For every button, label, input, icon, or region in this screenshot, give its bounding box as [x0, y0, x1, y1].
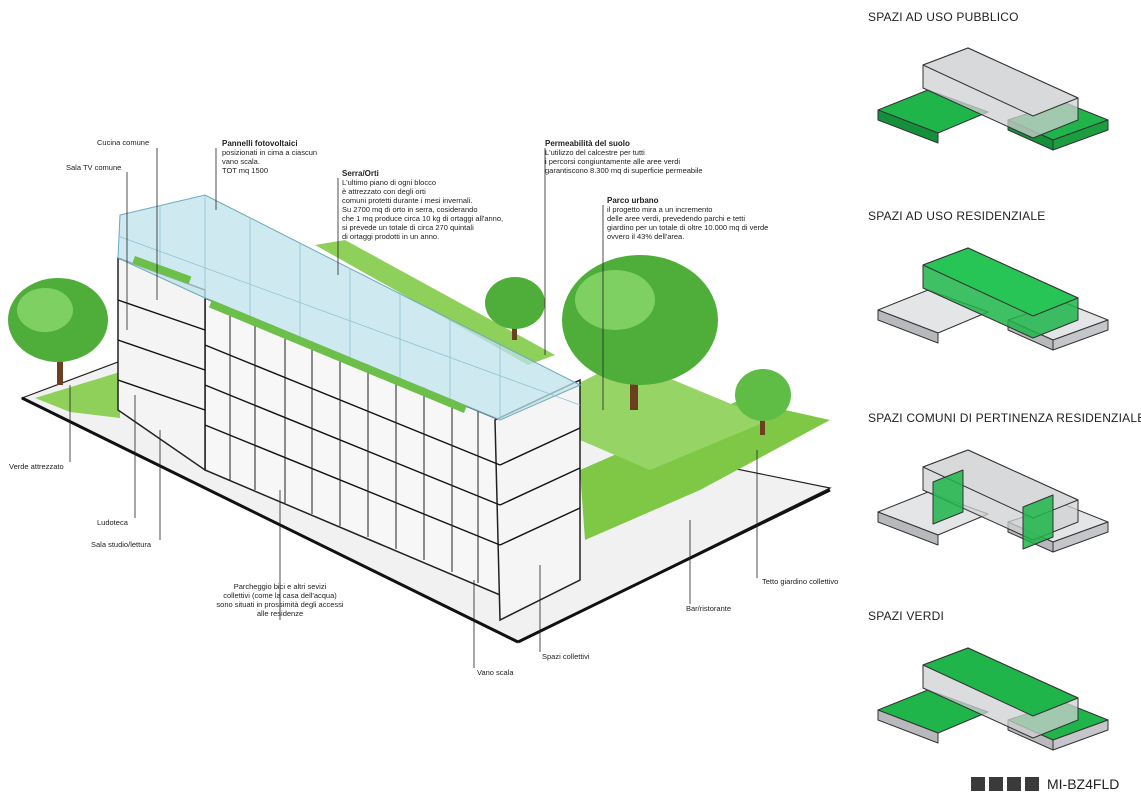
slab-edge-right	[517, 488, 831, 644]
slab-edge-left	[21, 396, 519, 644]
panel-title-pubblico: SPAZI AD USO PUBBLICO	[868, 10, 1019, 24]
core-left	[932, 469, 964, 525]
wing-left-side	[877, 709, 939, 744]
tree-park-big	[562, 255, 718, 410]
project-code: MI-BZ4FLD	[1047, 776, 1120, 792]
bar-roof	[922, 247, 1079, 317]
panel-title-comuni: SPAZI COMUNI DI PERTINENZA RESIDENZIALE	[868, 411, 1141, 425]
wing-left-side	[877, 309, 939, 344]
wing-right-front	[1052, 719, 1109, 751]
label-bar: Bar/ristorante	[686, 604, 732, 613]
tetto-giardino-lawn	[580, 400, 830, 540]
rooftop-plants	[132, 255, 467, 414]
wing-right-front	[1052, 119, 1109, 151]
label-sala-tv: Sala TV comune	[66, 163, 122, 172]
brand-square	[1007, 777, 1021, 791]
brand-squares	[971, 777, 1043, 791]
verde-attrezzato-lawn	[35, 372, 120, 418]
label-parcheggio: Parcheggio bici e altri sevizi collettiv…	[216, 582, 344, 618]
panel-diagram-pubblico	[877, 47, 1109, 151]
brand-square	[971, 777, 985, 791]
floor-lines	[117, 299, 581, 546]
label-cucina: Cucina comune	[97, 138, 150, 147]
label-ludoteca: Ludoteca	[97, 518, 128, 527]
label-pannelli: Pannelli fotovoltaici posizionati in cim…	[222, 139, 318, 175]
wing-right-front	[1052, 319, 1109, 351]
label-spazi-collettivi: Spazi collettivi	[542, 652, 590, 661]
wing-left-side	[877, 511, 939, 546]
panel-diagram-comuni	[877, 449, 1109, 553]
panel-title-residenziale: SPAZI AD USO RESIDENZIALE	[868, 209, 1046, 223]
parco-lawn	[575, 360, 770, 470]
panel-diagram-residenziale	[877, 247, 1109, 351]
label-verde: Verde attrezzato	[9, 462, 64, 471]
bar-roof	[922, 47, 1079, 117]
back-green-strip	[315, 240, 555, 365]
tree-park-small	[735, 369, 791, 435]
label-sala-studio: Sala studio/lettura	[91, 540, 152, 549]
panel-diagram-verdi	[877, 647, 1109, 751]
panel-title-verdi: SPAZI VERDI	[868, 609, 944, 623]
bar-roof	[922, 647, 1079, 717]
brand-square	[1025, 777, 1039, 791]
project-brand: MI-BZ4FLD	[971, 776, 1120, 792]
facade-mullions	[229, 308, 479, 583]
label-parco: Parco urbano il progetto mira a un incre…	[607, 196, 769, 241]
wing-left-side	[877, 109, 939, 144]
wing-right-front	[1052, 521, 1109, 553]
label-serra: Serra/Orti L'ultimo piano di ogni blocco…	[342, 169, 504, 241]
greenhouse-grid	[117, 195, 581, 420]
label-tetto: Tetto giardino collettivo	[762, 577, 839, 586]
tree-left	[8, 278, 108, 385]
leader-lines	[69, 148, 758, 668]
core-right	[1022, 494, 1054, 550]
tree-back	[485, 277, 545, 340]
label-permeabilita: Permeabilità del suolo L'utilizzo del ca…	[545, 139, 703, 175]
label-vano-scala: Vano scala	[477, 668, 514, 677]
brand-square	[989, 777, 1003, 791]
